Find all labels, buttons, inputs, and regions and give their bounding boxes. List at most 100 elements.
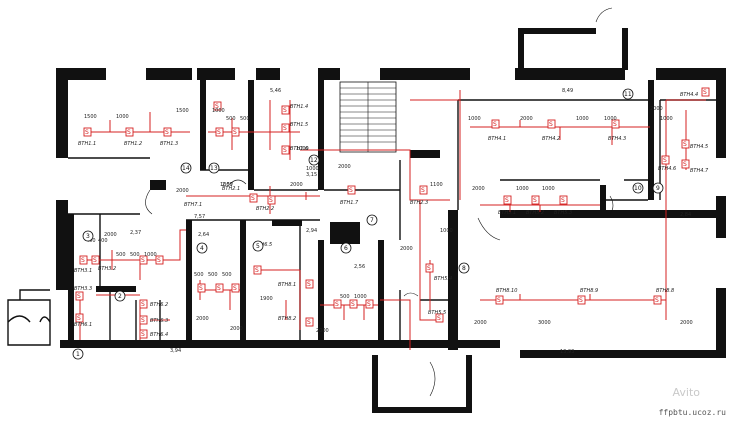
svg-text:S: S (349, 187, 353, 194)
switch-22 (495, 295, 504, 305)
switch-5 (231, 127, 240, 137)
switch-30 (253, 265, 262, 275)
svg-text:S: S (497, 297, 501, 304)
svg-text:2000: 2000 (400, 246, 413, 252)
svg-text:1000: 1000 (354, 294, 367, 300)
switch-29 (231, 283, 240, 293)
svg-text:S: S (217, 129, 221, 136)
svg-text:500: 500 (194, 272, 204, 278)
wall-top-6 (380, 68, 470, 80)
svg-text:S: S (85, 129, 89, 136)
switch-21 (559, 195, 568, 205)
switch-25 (425, 263, 434, 273)
svg-text:500: 500 (240, 116, 250, 122)
svg-text:7,57: 7,57 (194, 214, 205, 220)
wall-bay-right (622, 28, 628, 70)
fixture-label: ВТН5.1 (498, 210, 516, 216)
switch-40 (75, 291, 84, 301)
svg-text:S: S (269, 197, 273, 204)
fixture-label: ВТН6.2 (150, 302, 168, 308)
switch-18 (661, 155, 670, 165)
svg-text:1000: 1000 (542, 186, 555, 192)
switch-14 (547, 119, 556, 129)
switch-1 (83, 127, 92, 137)
wall-left-lower (56, 200, 68, 290)
switches: S S S S S S S S S S S S S S S S S S S S … (75, 87, 710, 339)
svg-text:2000: 2000 (338, 164, 351, 170)
svg-text:S: S (283, 107, 287, 114)
room-numbers: 1 2 3 4 5 6 7 8 9 10 11 12 13 14 (72, 88, 664, 360)
svg-text:S: S (251, 195, 255, 202)
svg-text:S: S (561, 197, 565, 204)
svg-text:1000: 1000 (212, 108, 225, 114)
fixture-labels: ВТН1.1 ВТН1.2 ВТН1.3 ВТН1.4 ВТН1.5 ВТН1.… (74, 92, 709, 338)
svg-text:S: S (683, 161, 687, 168)
switch-35 (365, 299, 374, 309)
fixture-label: ВТН2.3 (410, 200, 428, 206)
svg-text:500: 500 (130, 252, 140, 258)
wall-inner-14 (96, 286, 136, 292)
switch-23 (577, 295, 586, 305)
svg-text:S: S (437, 315, 441, 322)
svg-text:2,94: 2,94 (306, 228, 317, 234)
wall-inner-13 (68, 214, 74, 344)
svg-text:1000: 1000 (440, 228, 453, 234)
entrance-vestibule (7, 289, 51, 346)
svg-text:S: S (233, 129, 237, 136)
room-number: 12 (310, 157, 318, 164)
svg-text:S: S (255, 267, 259, 274)
avito-watermark: Avito (672, 386, 701, 399)
svg-text:1500: 1500 (84, 114, 97, 120)
room-number: 3 (86, 233, 90, 240)
svg-text:2,84: 2,84 (680, 212, 691, 218)
switch-39 (155, 255, 164, 265)
svg-text:1000: 1000 (576, 116, 589, 122)
svg-text:400: 400 (86, 238, 96, 244)
wall-right-mid (716, 196, 726, 238)
svg-text:S: S (77, 293, 81, 300)
svg-text:2000: 2000 (680, 320, 693, 326)
svg-text:1000: 1000 (296, 146, 309, 152)
fixture-label: ВТН8.1 (278, 282, 296, 288)
fixture-label: ВТН5.4 (434, 276, 452, 282)
svg-text:S: S (217, 285, 221, 292)
svg-text:1000: 1000 (306, 166, 319, 172)
wall-inner-6 (272, 220, 302, 226)
switch-38 (139, 255, 148, 265)
switch-31 (305, 279, 314, 289)
entrance-doors (7, 315, 51, 323)
room-number: 6 (344, 245, 348, 252)
svg-text:S: S (141, 257, 145, 264)
svg-text:S: S (215, 103, 219, 110)
fixture-label: ВТН1.7 (340, 200, 359, 206)
switch-16 (681, 139, 690, 149)
fixture-label: ВТН3.2 (98, 266, 116, 272)
fixture-label: ВТН1.1 (78, 141, 96, 147)
svg-text:1000: 1000 (468, 116, 481, 122)
switch-17 (681, 159, 690, 169)
wall-inner-10 (410, 150, 440, 158)
wall-bottom-right (520, 350, 726, 358)
switch-13 (491, 119, 500, 129)
room-number: 14 (182, 165, 190, 172)
switch-8 (281, 145, 290, 155)
svg-text:1000: 1000 (144, 252, 157, 258)
svg-text:S: S (683, 141, 687, 148)
wall-top-3 (197, 68, 235, 80)
wall-bay-top (518, 28, 596, 34)
switch-3 (163, 127, 172, 137)
svg-text:S: S (165, 129, 169, 136)
svg-text:S: S (703, 89, 707, 96)
svg-text:5,46: 5,46 (270, 88, 281, 94)
svg-text:2,56: 2,56 (354, 264, 365, 270)
svg-text:1000: 1000 (604, 116, 617, 122)
wall-inner-8 (378, 240, 384, 340)
wall-inner-4 (240, 220, 246, 340)
wall-top-4 (256, 68, 280, 80)
wall-inner-3 (318, 80, 324, 190)
room-number: 5 (256, 243, 260, 250)
svg-text:S: S (93, 257, 97, 264)
fixture-label: ВТН6.4 (150, 332, 168, 338)
switch-37 (91, 255, 100, 265)
switch-4 (215, 127, 224, 137)
